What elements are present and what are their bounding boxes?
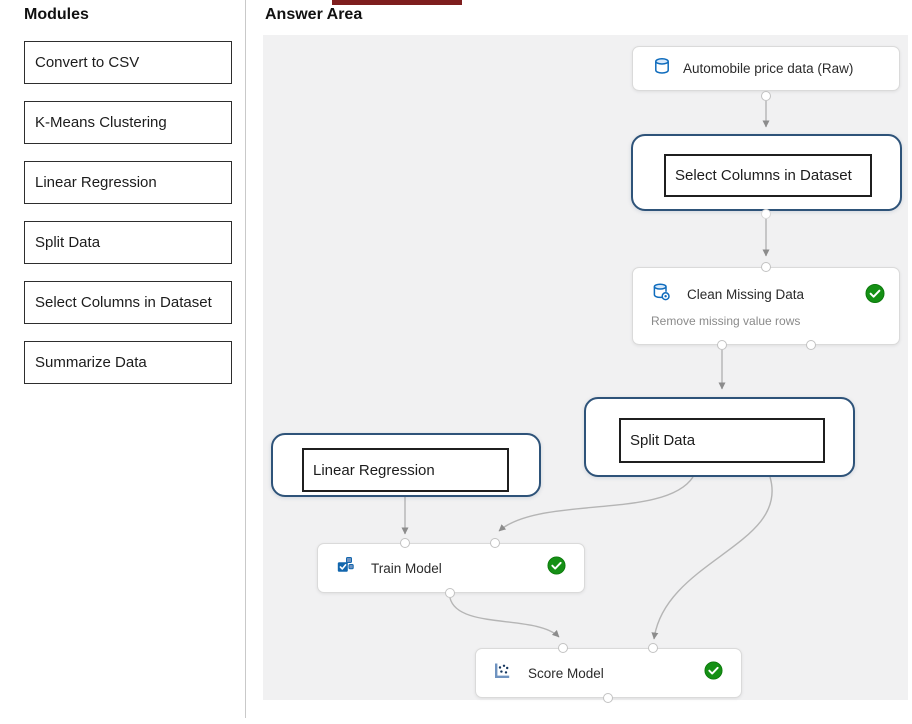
status-check-icon: [865, 284, 885, 309]
dropped-module-label: Select Columns in Dataset: [675, 167, 852, 184]
port-train-model-output[interactable]: [445, 588, 455, 598]
scatter-plot-icon: [493, 661, 512, 685]
port-train-model-input-left[interactable]: [400, 538, 410, 548]
node-linear-regression-placeholder[interactable]: Linear Regression: [271, 433, 541, 497]
modules-title: Modules: [24, 6, 89, 23]
node-train-model[interactable]: Train Model: [317, 543, 585, 593]
train-model-icon: [336, 556, 355, 580]
panel-divider: [245, 0, 246, 718]
port-clean-missing-output-right[interactable]: [806, 340, 816, 350]
dropped-module-label: Linear Regression: [313, 461, 435, 479]
module-item-split-data[interactable]: Split Data: [24, 221, 232, 264]
node-dataset-label: Automobile price data (Raw): [683, 61, 854, 76]
module-item-kmeans-clustering[interactable]: K-Means Clustering: [24, 101, 232, 144]
port-score-model-output[interactable]: [603, 693, 613, 703]
port-score-model-input-left[interactable]: [558, 643, 568, 653]
module-item-convert-to-csv[interactable]: Convert to CSV: [24, 41, 232, 84]
dropped-module-label: Split Data: [630, 432, 696, 449]
module-item-label: K-Means Clustering: [35, 114, 167, 131]
status-check-icon: [704, 661, 723, 685]
port-score-model-input-right[interactable]: [648, 643, 658, 653]
node-clean-missing-title: Clean Missing Data: [687, 286, 805, 302]
port-select-columns-output[interactable]: [761, 209, 771, 219]
module-item-label: Summarize Data: [35, 354, 147, 371]
port-clean-missing-output-left[interactable]: [717, 340, 727, 350]
port-dataset-output[interactable]: [761, 91, 771, 101]
dropped-module-split-data[interactable]: Split Data: [619, 418, 825, 463]
cropped-text-remnant: [332, 0, 462, 5]
node-clean-missing-data[interactable]: Clean Missing Data Remove missing value …: [632, 267, 900, 345]
dropped-module-select-columns[interactable]: Select Columns in Dataset: [664, 154, 872, 197]
node-clean-missing-subtitle: Remove missing value rows: [651, 314, 801, 328]
node-train-model-title: Train Model: [371, 560, 442, 576]
node-score-model-title: Score Model: [528, 665, 604, 681]
module-item-label: Convert to CSV: [35, 54, 140, 71]
module-item-summarize-data[interactable]: Summarize Data: [24, 341, 232, 384]
answer-area-title: Answer Area: [265, 6, 363, 23]
status-check-icon: [547, 556, 566, 580]
dropped-module-linear-regression[interactable]: Linear Regression: [302, 448, 509, 492]
module-item-label: Linear Regression: [35, 174, 157, 191]
module-item-label: Split Data: [35, 234, 101, 251]
node-split-data-placeholder[interactable]: Split Data: [584, 397, 855, 477]
database-icon: [653, 57, 671, 80]
port-train-model-input-right[interactable]: [490, 538, 500, 548]
node-score-model[interactable]: Score Model: [475, 648, 742, 698]
node-dataset[interactable]: Automobile price data (Raw): [632, 46, 900, 91]
modules-panel: Modules Convert to CSV K-Means Clusterin…: [24, 6, 232, 401]
node-select-columns-placeholder[interactable]: Select Columns in Dataset: [631, 134, 902, 211]
clean-data-icon: [651, 282, 671, 307]
module-item-linear-regression[interactable]: Linear Regression: [24, 161, 232, 204]
port-clean-missing-input[interactable]: [761, 262, 771, 272]
module-item-label: Select Columns in Dataset: [35, 294, 212, 311]
module-item-select-columns[interactable]: Select Columns in Dataset: [24, 281, 232, 324]
